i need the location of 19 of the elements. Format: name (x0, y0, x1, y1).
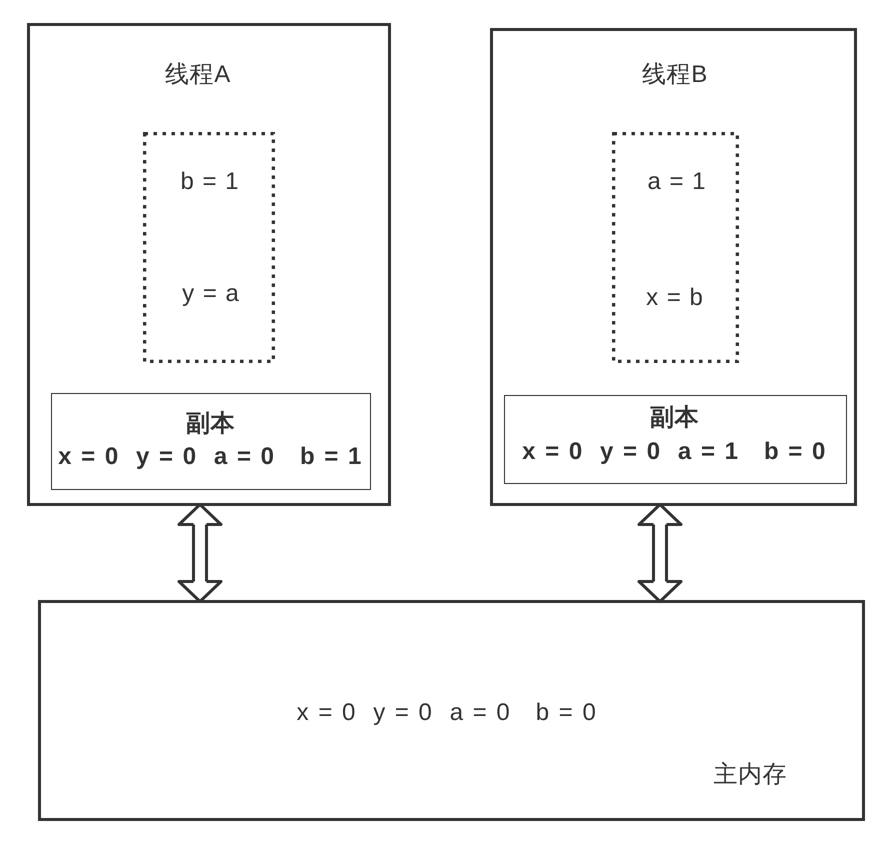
thread-box (27, 23, 391, 506)
variable-values: x = 0 y = 0 a = 0 b = 0 (296, 701, 598, 725)
thread-title: 线程A (165, 63, 231, 87)
variable-values: x = 0 y = 0 a = 1 b = 0 (522, 440, 827, 464)
copy-box (51, 393, 371, 490)
copy-title: 副本 (186, 412, 235, 436)
thread-title: 线程B (642, 63, 708, 87)
dotted-box (143, 132, 275, 363)
assignment-statement: b = 1 (180, 170, 240, 194)
thread-box (490, 28, 857, 506)
copy-title: 副本 (650, 406, 699, 430)
assignment-statement: y = a (182, 282, 240, 306)
assignment-statement: x = b (646, 286, 704, 310)
memory-box (38, 600, 865, 821)
assignment-statement: a = 1 (647, 170, 707, 194)
memory-title: 主内存 (713, 763, 787, 787)
variable-values: x = 0 y = 0 a = 0 b = 1 (58, 444, 363, 468)
copy-box (504, 395, 847, 484)
dotted-box (612, 132, 739, 363)
